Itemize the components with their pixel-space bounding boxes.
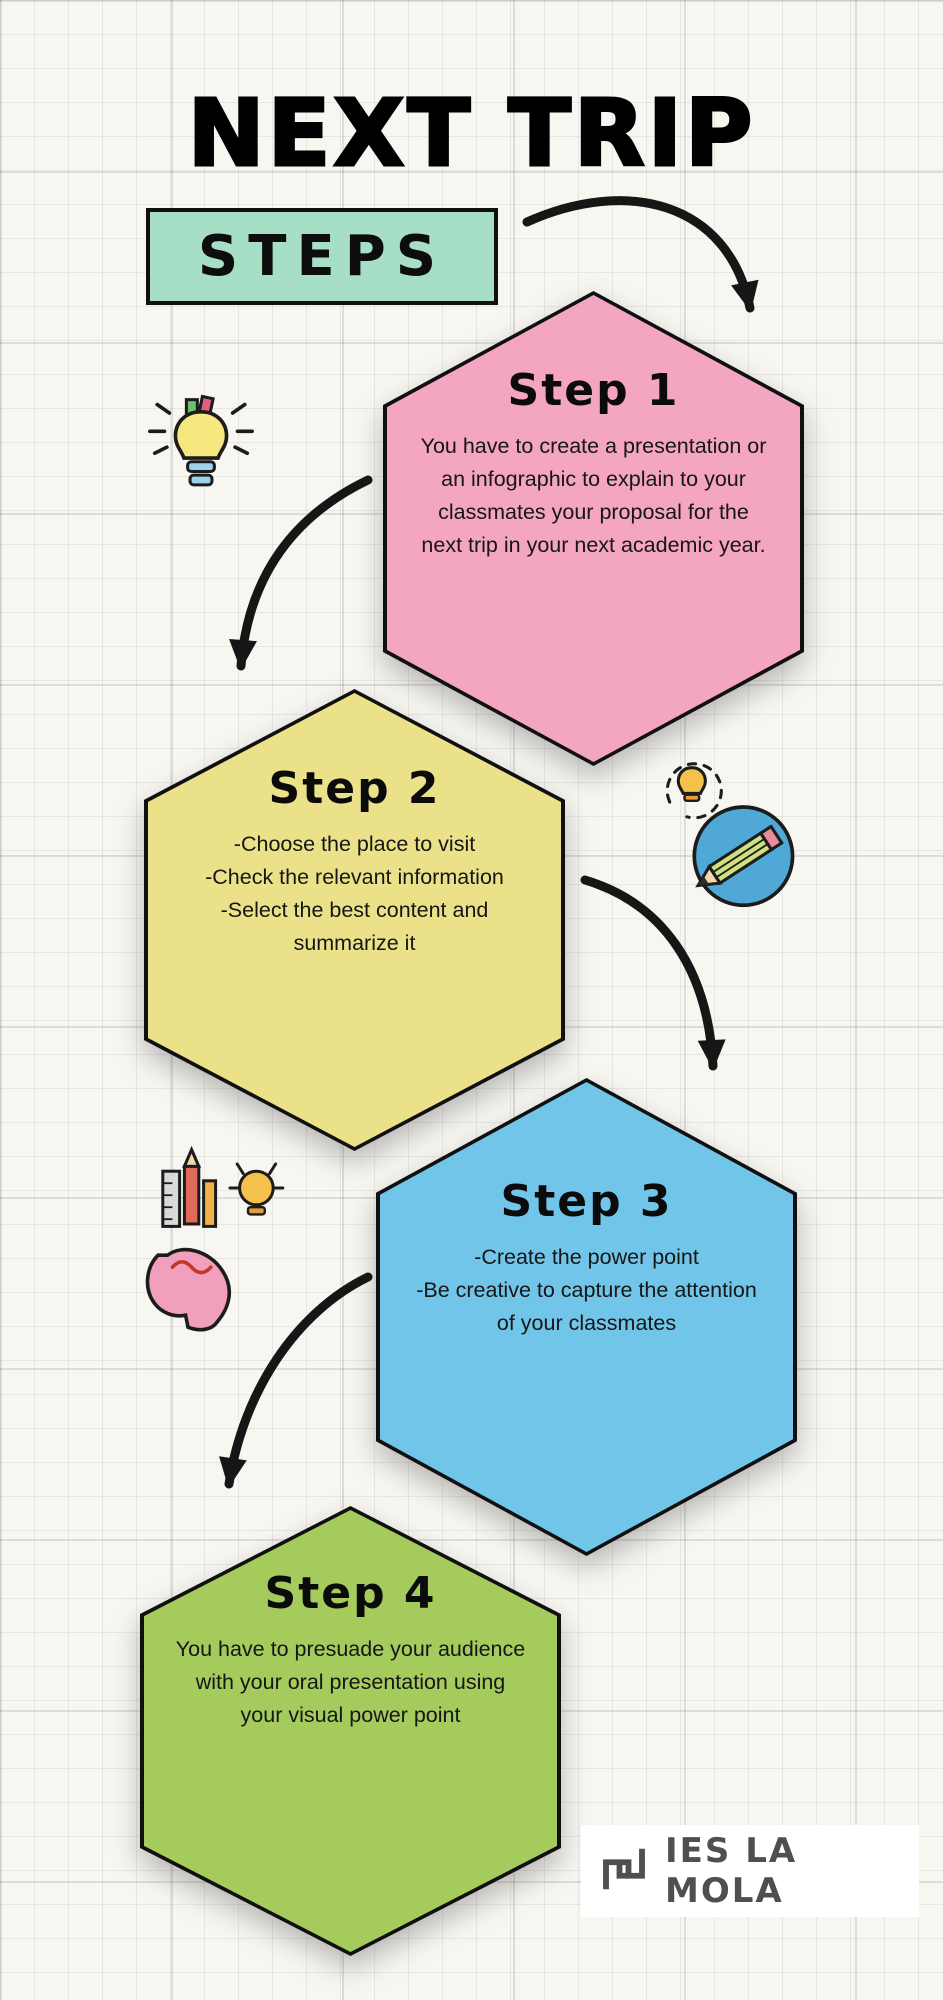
step-3-hexagon-border: Step 3 -Create the power point -Be creat… [376, 1078, 797, 1556]
step-3-title: Step 3 [500, 1176, 673, 1227]
creative-head-icon [122, 1140, 302, 1337]
step-1-hexagon: Step 1 You have to create a presentation… [383, 291, 804, 766]
steps-banner: STEPS [146, 208, 498, 305]
pencil-lightbulb-icon [645, 748, 805, 925]
step-4-title: Step 4 [264, 1568, 437, 1619]
step-1-hexagon-border: Step 1 You have to create a presentation… [383, 291, 804, 766]
step-4-body: You have to presuade your audience with … [175, 1637, 526, 1727]
step-2-hexagon-fill: Step 2 -Choose the place to visit -Check… [148, 693, 561, 1147]
step-1-hexagon-fill: Step 1 You have to create a presentation… [387, 295, 800, 762]
logo-text: IES LA MOLA [665, 1831, 798, 1911]
step-3-hexagon: Step 3 -Create the power point -Be creat… [376, 1078, 797, 1556]
step-1-body: You have to create a presentation or an … [420, 434, 767, 557]
steps-banner-label: STEPS [197, 224, 447, 289]
step-2-title: Step 2 [268, 763, 441, 814]
page-title: NEXT TRIP [186, 79, 756, 189]
ies-la-mola-logo-icon [597, 1842, 651, 1901]
step-2-hexagon: Step 2 -Choose the place to visit -Check… [144, 689, 565, 1151]
step-2-body: -Choose the place to visit -Check the re… [205, 832, 504, 955]
step-2-hexagon-border: Step 2 -Choose the place to visit -Check… [144, 689, 565, 1151]
step-3-body: -Create the power point -Be creative to … [416, 1245, 757, 1335]
step-3-hexagon-fill: Step 3 -Create the power point -Be creat… [380, 1082, 793, 1552]
logo-card: IES LA MOLA [581, 1825, 919, 1917]
step-4-hexagon-fill: Step 4 You have to presuade your audienc… [144, 1510, 557, 1952]
step-4-hexagon: Step 4 You have to presuade your audienc… [140, 1506, 561, 1956]
idea-lightbulb-icon [140, 368, 262, 513]
step-1-title: Step 1 [507, 365, 680, 416]
step-4-hexagon-border: Step 4 You have to presuade your audienc… [140, 1506, 561, 1956]
